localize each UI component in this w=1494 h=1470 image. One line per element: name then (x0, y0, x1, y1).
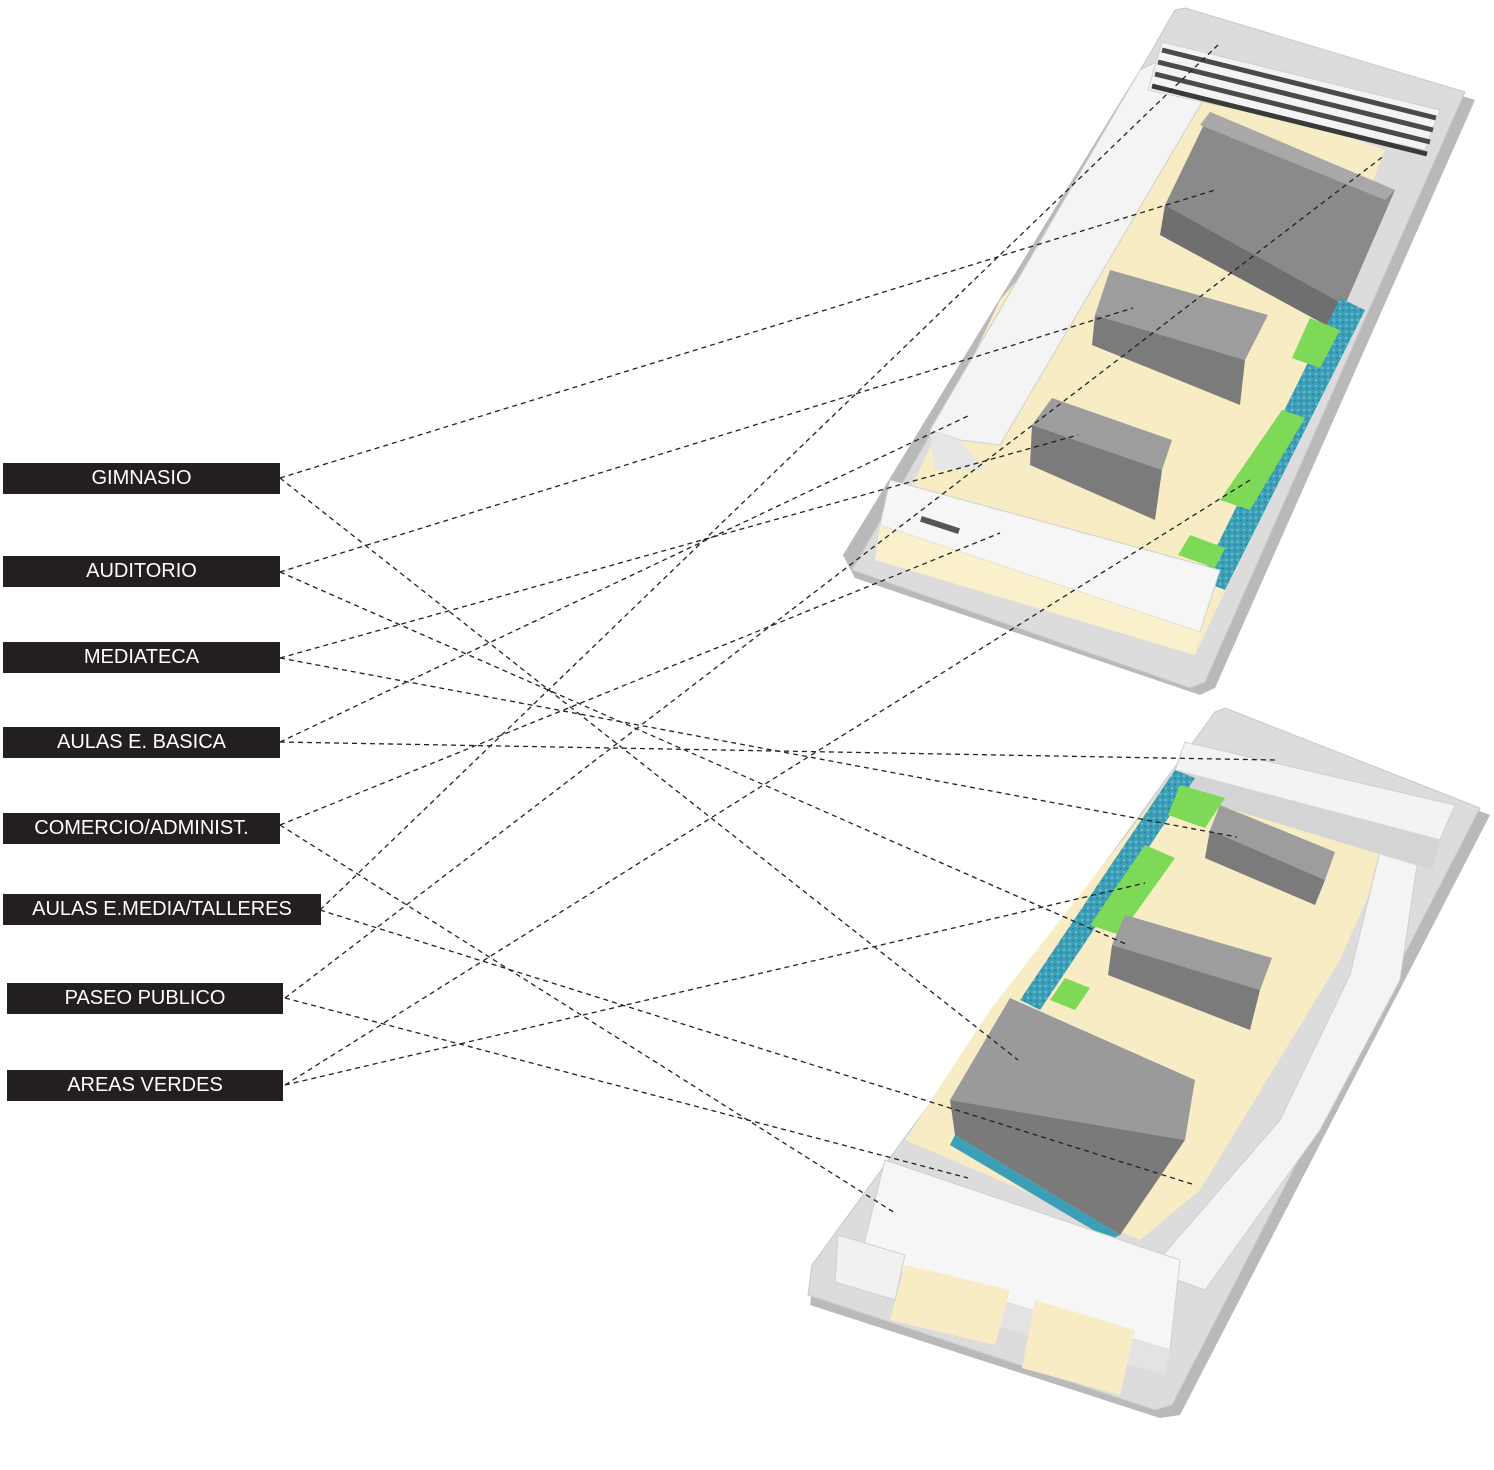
label-gimnasio: GIMNASIO (3, 463, 280, 494)
leader-lines (279, 44, 1386, 1214)
bottom-aulas-block (1205, 805, 1335, 905)
top-stripe-building (1147, 41, 1441, 157)
top-gym-block (1160, 112, 1395, 330)
label-aulas-media: AULAS E.MEDIA/TALLERES (3, 894, 321, 925)
label-mediateca: MEDIATECA (3, 642, 280, 673)
leader-auditorio-bottom (279, 571, 1129, 946)
leader-verdes-top (284, 479, 1251, 1086)
label-areas-verdes: AREAS VERDES (7, 1070, 283, 1101)
label-aulas-basica: AULAS E. BASICA (3, 727, 280, 758)
leader-mediateca-bottom (279, 657, 1238, 838)
leader-basica-top (279, 414, 971, 743)
bottom-green-2 (1090, 845, 1175, 935)
label-paseo-publico: PASEO PUBLICO (7, 983, 283, 1014)
leader-paseo-bottom (284, 997, 969, 1179)
top-west-wall-face (930, 430, 985, 470)
top-mediateca-block (1030, 398, 1172, 520)
label-auditorio: AUDITORIO (3, 556, 280, 587)
bottom-east-wall (1149, 829, 1421, 1291)
bottom-green-3 (1050, 978, 1090, 1010)
leader-verdes-bottom (284, 882, 1146, 1086)
leader-media-top (319, 44, 1219, 911)
label-comercio: COMERCIO/ADMINIST. (3, 813, 280, 844)
leader-mediateca-top (279, 434, 1079, 659)
top-green-3 (1178, 535, 1225, 568)
leader-gimnasio-bottom (279, 477, 1019, 1061)
top-south-wing (875, 479, 1221, 655)
top-auditorio-block (1092, 270, 1268, 405)
leader-basica-bottom (279, 741, 1276, 761)
bottom-media-block (1108, 915, 1272, 1030)
bottom-ground-patch-1 (890, 1265, 1010, 1345)
leader-auditorio-top (279, 307, 1134, 573)
bottom-green-1 (1168, 785, 1225, 828)
bottom-water-channel (1020, 770, 1195, 1010)
leader-gimnasio-top (279, 189, 1216, 479)
leader-comercio-top (279, 532, 1001, 826)
bottom-ground-patch-2 (1022, 1300, 1135, 1395)
bottom-south-wing (834, 1159, 1181, 1395)
leader-paseo-top (284, 154, 1386, 999)
top-green-1 (1292, 318, 1340, 368)
leader-comercio-bottom (279, 824, 896, 1214)
bottom-site-model (807, 707, 1490, 1418)
bottom-north-bar (1168, 741, 1456, 870)
top-site-model (843, 7, 1475, 695)
bottom-gym-block (950, 998, 1195, 1240)
